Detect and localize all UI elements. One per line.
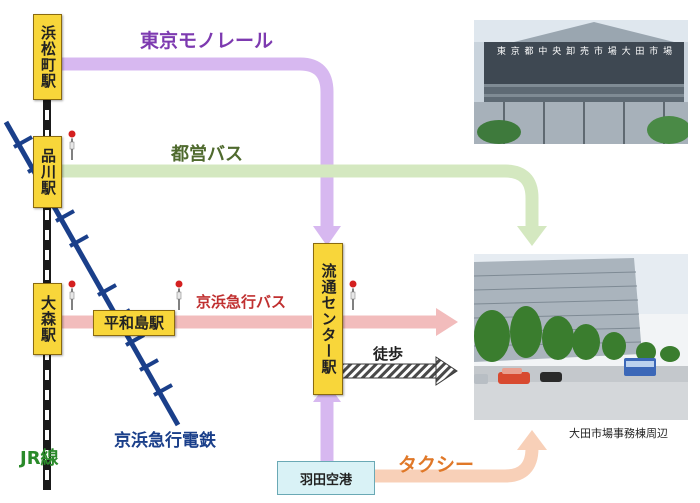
toei-bus-route <box>60 164 547 246</box>
station-hamamatsucho[interactable]: 浜松町駅 <box>33 14 62 100</box>
walk-label: 徒歩 <box>373 345 404 363</box>
toei-bus-label: 都営バス <box>171 144 243 165</box>
market-building-photo: 東 京 都 中 央 卸 売 市 場 大 田 市 場 <box>474 20 688 144</box>
bus-stop-icon <box>67 279 77 310</box>
bus-stop-icon <box>67 129 77 160</box>
bus-stop-icon <box>174 279 184 310</box>
monorail-label: 東京モノレール <box>140 30 274 52</box>
office-photo-caption: 大田市場事務棟周辺 <box>569 427 668 440</box>
haneda-airport-box[interactable]: 羽田空港 <box>277 461 375 495</box>
taxi-label: タクシー <box>398 454 475 476</box>
station-omori[interactable]: 大森駅 <box>33 283 62 355</box>
station-shinagawa[interactable]: 品川駅 <box>33 136 62 208</box>
bus-stop-icon <box>348 279 358 310</box>
taxi-route <box>375 430 547 483</box>
station-ryutsu-center[interactable]: 流通センター駅 <box>313 243 343 395</box>
market-sign-text: 東 京 都 中 央 卸 売 市 場 大 田 市 場 <box>496 47 674 57</box>
jr-line-label: JR線 <box>20 448 59 469</box>
keikyu-bus-label: 京浜急行バス <box>196 293 287 311</box>
keikyu-rail-label: 京浜急行電鉄 <box>114 431 216 451</box>
station-heiwajima[interactable]: 平和島駅 <box>93 310 175 336</box>
walk-route <box>341 356 458 386</box>
office-building-photo <box>474 254 688 420</box>
monorail-route <box>60 57 341 465</box>
